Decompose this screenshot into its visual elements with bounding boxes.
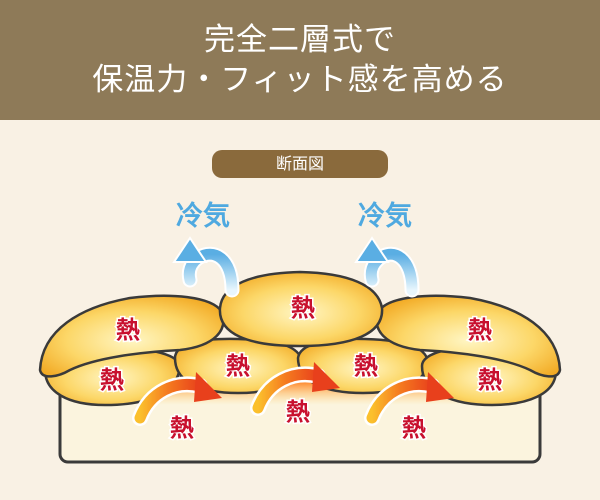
section-label: 断面図 [212,150,388,178]
heat-arrow-2 [250,362,340,416]
heat-label-upper-right: 熱 [468,316,492,344]
cold-air-label-right: 冷気 [358,201,412,232]
heat-label-lower-4: 熱 [478,366,502,394]
cold-air-label-left: 冷気 [176,201,230,232]
heat-label-upper-left: 熱 [116,316,140,344]
heat-label-lower-2: 熱 [226,352,250,380]
header-banner: 完全二層式で 保温力・フィット感を高める [0,0,600,120]
upper-pad-center [218,270,384,348]
heat-label-lower-1: 熱 [100,366,124,394]
cold-arrow-right [354,236,420,298]
heat-label-base-2: 熱 [286,398,310,426]
title-line-2: 保温力・フィット感を高める [92,62,508,98]
title-line-1: 完全二層式で [204,22,396,58]
heat-arrow-1 [132,372,222,426]
heat-label-base-1: 熱 [170,414,194,442]
upper-layer [38,270,562,378]
heat-label-lower-3: 熱 [354,352,378,380]
upper-pad-left [38,294,225,378]
cold-arrow-left [172,236,240,298]
heat-label-base-3: 熱 [402,414,426,442]
heat-arrow-3 [364,372,454,426]
heat-label-upper-center: 熱 [291,294,315,322]
